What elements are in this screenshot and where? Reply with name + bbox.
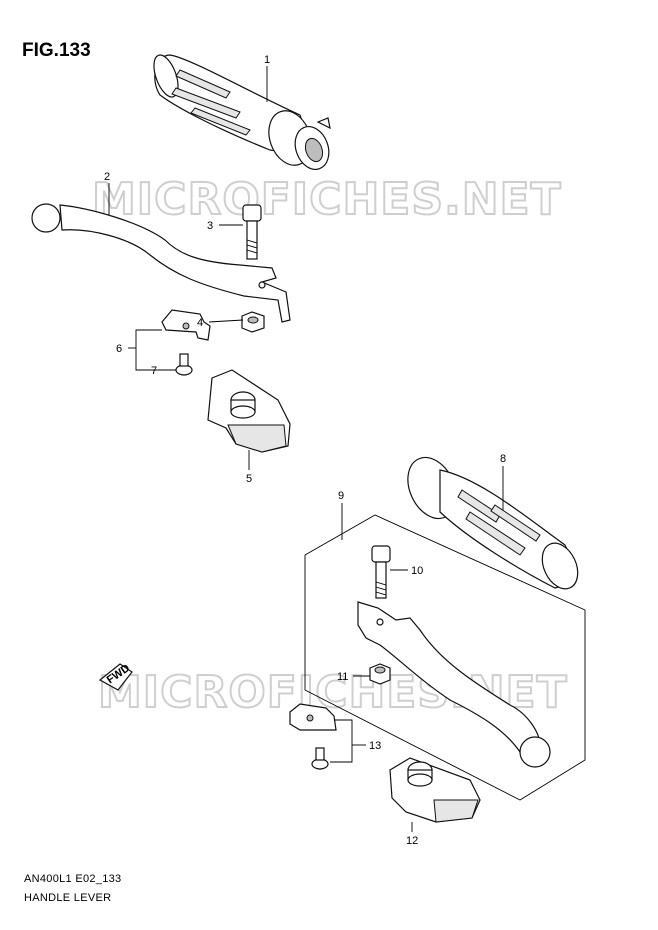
lever-bracket-top-illustration	[207, 369, 291, 453]
leader-lines	[108, 66, 504, 832]
lever-bracket-bottom-illustration	[389, 757, 481, 823]
bolt-bottom-illustration	[371, 545, 391, 599]
nut-bottom-illustration	[369, 663, 391, 685]
callout-9: 9	[338, 490, 344, 502]
callout-1: 1	[264, 54, 270, 66]
callout-4: 4	[197, 317, 203, 329]
grip-bottom-illustration	[407, 456, 579, 590]
callout-8: 8	[500, 453, 506, 465]
model-code: AN400L1 E02_133	[24, 873, 122, 885]
callout-10: 10	[411, 565, 423, 577]
callout-12: 12	[406, 835, 418, 847]
watermark-top: MICROFICHES.NET	[92, 174, 562, 225]
callout-5: 5	[246, 473, 252, 485]
brake-lever-top-illustration	[31, 203, 291, 323]
figure-title: FIG.133	[22, 40, 91, 61]
callout-13: 13	[369, 740, 381, 752]
grip-top-illustration	[153, 54, 331, 170]
brake-lever-bottom-illustration	[357, 601, 551, 768]
assembly-9-outline	[304, 514, 586, 801]
callout-6: 6	[116, 343, 122, 355]
section-name: HANDLE LEVER	[24, 892, 112, 904]
callout-2: 2	[104, 171, 110, 183]
switch-top-illustration	[161, 309, 211, 341]
callout-11: 11	[337, 671, 348, 683]
callout-7: 7	[151, 365, 157, 377]
bolt-top-illustration	[242, 204, 262, 260]
switch-bottom-illustration	[289, 703, 337, 770]
screw-top-illustration	[175, 353, 193, 376]
nut-top-illustration	[241, 311, 265, 333]
callout-3: 3	[207, 220, 213, 232]
